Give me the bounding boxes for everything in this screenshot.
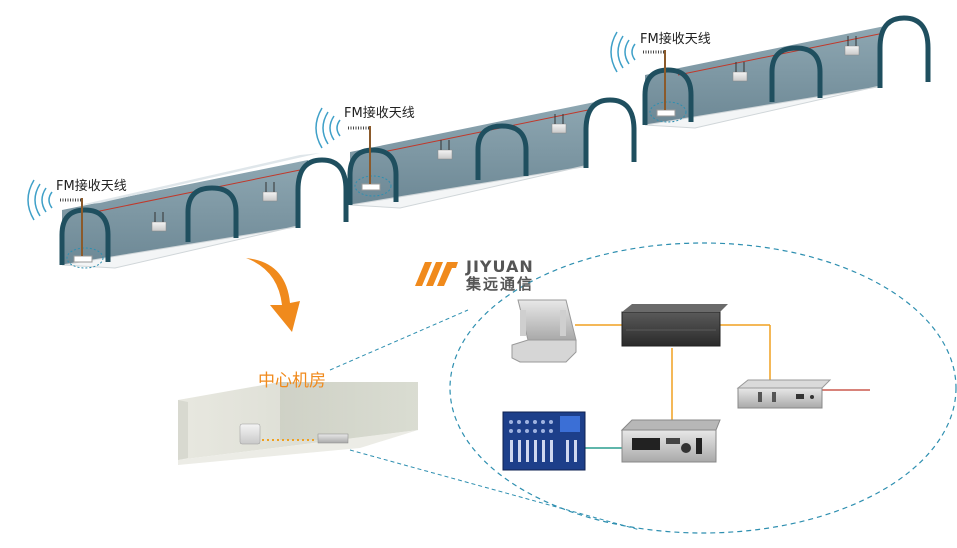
tunnel-arch [347,147,399,205]
room-left-wall [178,400,188,460]
receiver-unit [656,109,676,117]
fm-receiver-device [511,299,577,363]
repeater-device [732,62,748,82]
tunnel-arch [475,123,529,180]
brand-name-en: JIYUAN [465,257,534,276]
receiver-highlight [649,101,687,123]
brand-name-cn: 集远通信 [465,275,534,293]
tunnel-portal [295,157,349,228]
repeater-device [844,36,860,56]
repeater-device [262,182,278,202]
detail-zoom-circle [449,242,957,534]
tunnel-section-1: FM接收天线 [27,153,349,269]
zoom-line [349,449,641,531]
central-room: 中心机房 [178,371,418,465]
tunnel-arch [642,67,694,125]
tunnel-wall [645,25,890,125]
repeater-device [437,140,453,160]
receiver-unit [73,255,93,263]
repeater-device [551,114,567,134]
radio-wave-icon [315,107,341,149]
repeater-device [151,212,167,232]
radio-wave-icon [27,179,53,221]
zoom-line [329,309,469,371]
tunnel-arch [185,185,239,242]
tunnel-arch [59,207,111,265]
tunnel-portal [877,15,931,88]
room-receiver [239,423,261,445]
room-transmitter [317,433,349,444]
tunnel-section-3: FM接收天线 [610,15,931,129]
equipment-links [575,324,771,422]
room-right-wall [280,382,418,440]
antenna-label: FM接收天线 [56,178,127,194]
switch-device [621,304,728,347]
processor-device [620,419,721,463]
antenna-label: FM接收天线 [344,105,415,121]
antenna-label: FM接收天线 [640,31,711,47]
tunnel-wall [62,160,308,265]
audio-mixer-device [502,411,586,471]
tunnel-section-2: FM接收天线 [315,97,637,209]
receiver-highlight [354,175,392,197]
radio-wave-icon [610,31,636,73]
tunnel-arch [769,45,823,102]
receiver-unit [361,183,381,191]
tunnel-portal [583,97,637,168]
room-floor [178,430,418,465]
tunnel-roof [80,153,320,205]
logo-mark-icon [415,262,458,286]
tunnel-wall [350,102,595,205]
arrow-icon [246,258,300,332]
receiver-highlight [66,247,104,269]
fm-transmitter-device [736,379,832,409]
room-label: 中心机房 [258,371,326,391]
brand-logo: JIYUAN 集远通信 [415,257,534,293]
